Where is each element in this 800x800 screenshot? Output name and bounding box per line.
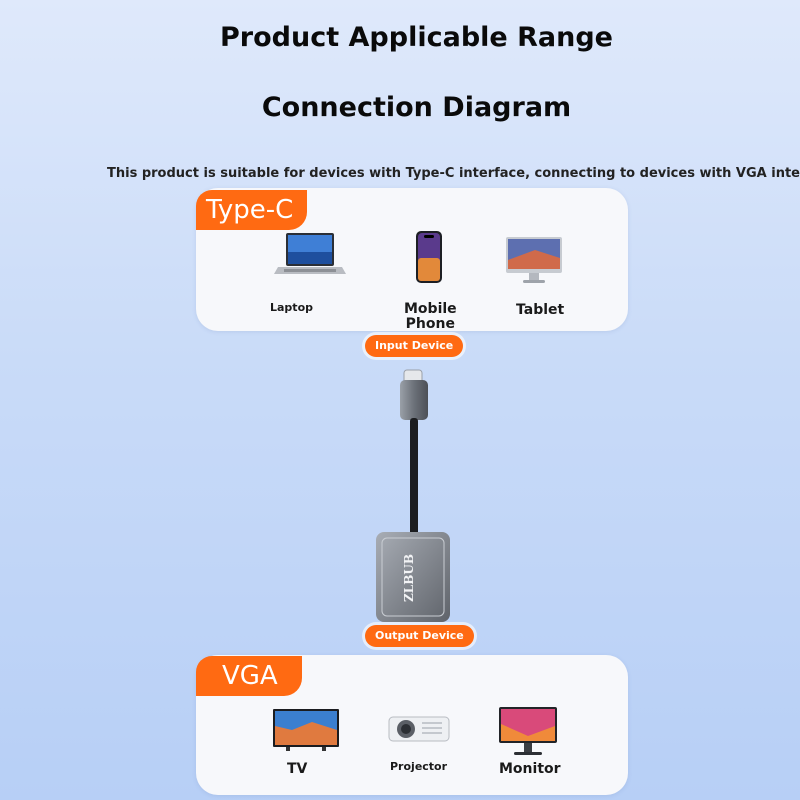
section-heading: Connection Diagram: [261, 92, 572, 123]
device-label-laptop: Laptop: [270, 301, 313, 314]
tablet-icon: [506, 237, 562, 283]
device-label-tablet: Tablet: [516, 302, 565, 318]
description-text: This product is suitable for devices wit…: [107, 166, 800, 181]
vga-tag: VGA: [196, 656, 302, 696]
laptop-icon: [274, 233, 346, 274]
phone-icon: [416, 231, 442, 283]
device-label-tv: TV: [287, 761, 308, 777]
input-device-badge: Input Device: [365, 335, 464, 357]
page-title: Product Applicable Range: [220, 22, 613, 53]
projector-icon: [388, 716, 450, 742]
device-label-projector: Projector: [390, 760, 448, 773]
device-label-monitor: Monitor: [499, 761, 561, 777]
tv-icon: [273, 709, 339, 751]
adapter-brand: ZLBUB: [402, 554, 416, 602]
device-label-mobile-phone: Mobile Phone: [404, 301, 457, 332]
adapter-cable-icon: ZLBUB: [376, 369, 450, 622]
monitor-icon: [499, 707, 557, 755]
output-device-badge: Output Device: [365, 625, 474, 647]
type-c-tag: Type-C: [196, 190, 308, 230]
